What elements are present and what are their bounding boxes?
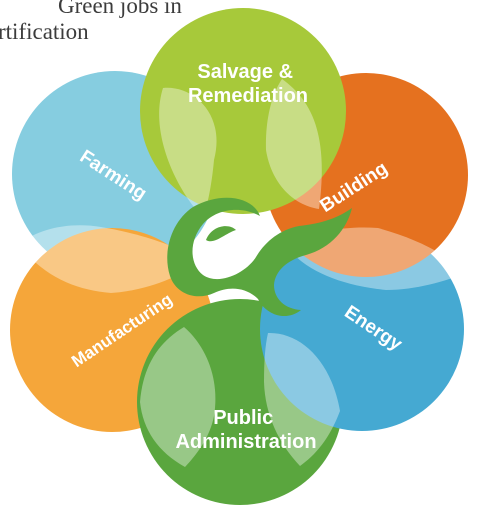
label-salvage-line-1: Salvage & bbox=[197, 61, 293, 83]
overlap-building-energy bbox=[287, 227, 466, 290]
petal-overlaps bbox=[19, 79, 466, 467]
label-salvage-remediation: Salvage & Remediation bbox=[188, 61, 308, 107]
overlap-farming-salvage bbox=[159, 87, 217, 217]
overlap-manufacturing-farming bbox=[19, 225, 201, 293]
overlap-energy-public bbox=[264, 332, 340, 466]
overlap-public-manufacturing bbox=[140, 327, 216, 467]
label-salvage-line-2: Remediation bbox=[188, 85, 308, 107]
petal-salvage-remediation bbox=[140, 8, 346, 214]
leaf-logo-icon bbox=[167, 197, 352, 317]
heading-line-1: Green jobs in bbox=[58, 0, 182, 18]
center-logo bbox=[167, 197, 352, 317]
label-public-line-2: Administration bbox=[175, 431, 316, 453]
heading-line-2: rtification bbox=[0, 19, 89, 44]
overlap-salvage-building bbox=[265, 79, 322, 209]
petal-energy bbox=[260, 227, 464, 431]
label-public-administration: Public Administration bbox=[175, 407, 316, 453]
label-public-line-1: Public bbox=[213, 407, 273, 429]
